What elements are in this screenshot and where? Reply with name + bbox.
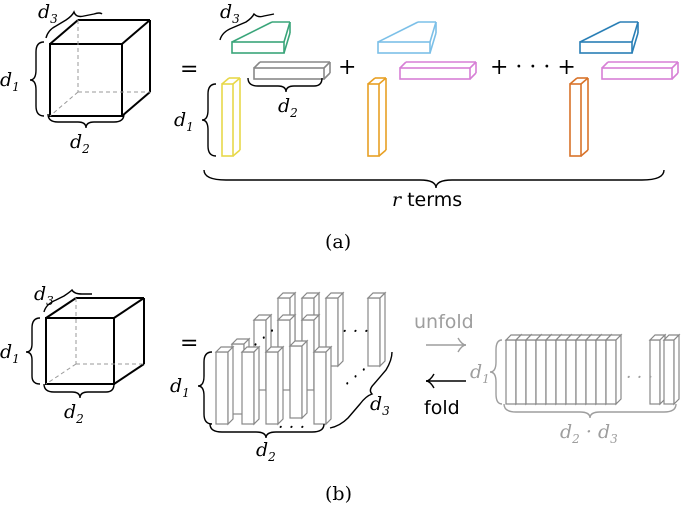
- d3-brace-a: [45, 10, 103, 39]
- mat-d1-label: d1: [470, 361, 490, 386]
- cube-d3-label-a: d3: [38, 1, 58, 26]
- d2-vector-1: [253, 61, 331, 80]
- rhs-d1-brace: [201, 83, 217, 157]
- rhs-d1-label: d1: [174, 109, 194, 134]
- fib-d1-brace: [197, 351, 213, 425]
- fib-d2-label: d2: [256, 439, 276, 464]
- cube-d1-label-a: d1: [0, 69, 20, 94]
- tensor-cube-b: [45, 297, 145, 385]
- rhs-d2-label: d2: [278, 95, 298, 120]
- unfold-label: unfold: [414, 311, 474, 333]
- d3-vector-1: [231, 21, 291, 54]
- ellipsis-plus-a: + · · · +: [490, 55, 576, 80]
- equals-sign-a: =: [180, 57, 198, 82]
- rhs-d3-label: d3: [220, 1, 240, 26]
- matrix-column: [662, 333, 681, 406]
- fiber: [240, 345, 261, 426]
- rank1-term-1: [221, 21, 331, 157]
- r-terms-brace: [203, 169, 665, 189]
- fiber-ellipsis-4: . . .: [278, 413, 305, 433]
- d2-brace-a: [47, 113, 125, 129]
- rhs-d2-brace: [247, 77, 323, 93]
- fib-d1-label: d1: [170, 375, 190, 400]
- fiber: [288, 339, 309, 420]
- cube-d2-label-b: d2: [64, 401, 84, 426]
- fiber: [366, 291, 387, 368]
- mat-d2d3-label: d2 · d3: [560, 421, 618, 446]
- fib-d3-label: d3: [370, 393, 390, 418]
- cube-d2-label-a: d2: [70, 131, 90, 156]
- d2-vector-2: [399, 61, 477, 80]
- d1-brace-a: [29, 41, 45, 117]
- d1-vector-2: [367, 77, 387, 157]
- d1-vector-3: [569, 77, 589, 157]
- fiber: [324, 291, 345, 368]
- panel-b: d1 d2 d3 = . . . . . . . . .: [0, 283, 681, 505]
- fiber: [264, 345, 285, 426]
- tensor-cube-a: [49, 19, 151, 117]
- fib-d3-brace: [329, 351, 393, 429]
- mode1-fibers: [214, 291, 387, 426]
- panel-b-caption: (b): [325, 483, 352, 505]
- matrix-ellipsis: . . .: [626, 363, 653, 383]
- fiber-ellipsis-2: . . .: [342, 317, 369, 337]
- mat-d1-brace: [489, 339, 503, 405]
- matrix-column: [604, 333, 623, 406]
- d2-brace-b: [43, 383, 115, 399]
- fold-label: fold: [424, 397, 460, 419]
- fold-arrow: [425, 373, 466, 389]
- panel-a: d1 d2 d3 = d3 d2 d1: [0, 1, 679, 253]
- d2-vector-3: [601, 61, 679, 80]
- mode1-unfolding-matrix: [504, 333, 681, 406]
- equals-sign-b: =: [180, 331, 198, 356]
- cube-d1-label-b: d1: [0, 341, 20, 366]
- d3-brace-b: [43, 288, 92, 313]
- d3-vector-3: [579, 21, 639, 54]
- plus-sign-a: +: [338, 55, 356, 80]
- d1-brace-b: [25, 317, 41, 385]
- mat-d2d3-brace: [503, 403, 677, 419]
- d3-vector-2: [377, 21, 437, 54]
- rank1-term-3: [569, 21, 679, 157]
- d1-vector-1: [221, 77, 241, 157]
- panel-a-caption: (a): [325, 231, 351, 253]
- rank1-term-2: [367, 21, 477, 157]
- unfold-arrow: [426, 337, 467, 353]
- fiber: [214, 345, 235, 426]
- rhs-d3-brace: [219, 12, 275, 41]
- fiber: [312, 345, 333, 426]
- cube-d3-label-b: d3: [34, 283, 54, 308]
- fib-d2-brace: [209, 423, 325, 439]
